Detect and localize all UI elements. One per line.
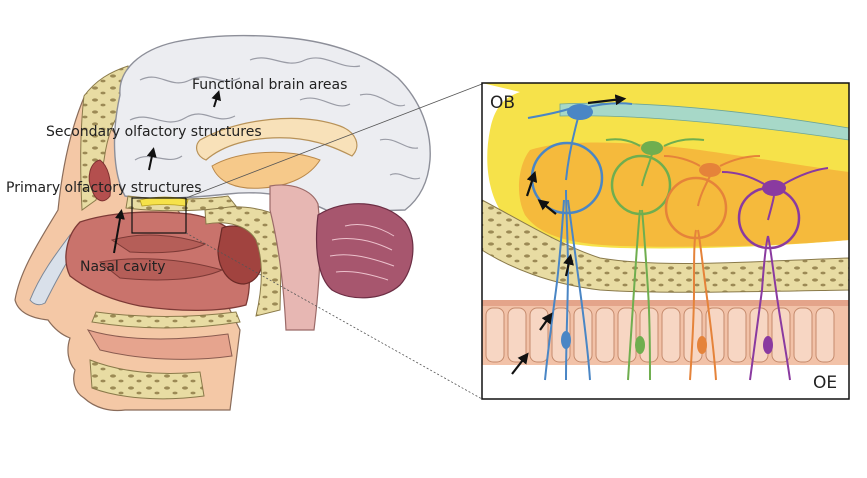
label-oe: OE <box>813 373 837 393</box>
neuron-orange <box>663 155 761 381</box>
arrow-primary <box>113 209 125 254</box>
connector-line-top <box>185 83 483 199</box>
brainstem <box>269 184 321 331</box>
connector-line-bottom <box>185 232 483 400</box>
inset-frame <box>481 82 850 400</box>
cerebellum <box>315 203 414 299</box>
mitral-cell-purple <box>762 180 786 196</box>
region-highlight-box <box>131 197 187 234</box>
receptor-cell-purple <box>763 336 773 354</box>
neuron-green <box>605 138 705 381</box>
mandible <box>89 359 205 400</box>
mitral-cell-orange <box>699 163 721 177</box>
sphenoid-bone <box>204 206 283 317</box>
olfactory-tract <box>559 102 849 141</box>
receptor-cell-blue <box>561 331 571 349</box>
label-secondary-olfactory: Secondary olfactory structures <box>46 124 262 140</box>
gyri <box>129 57 421 180</box>
head-section <box>14 34 431 412</box>
signal-arrows <box>511 94 627 375</box>
mitral-cell-blue <box>567 104 593 120</box>
label-functional-brain-areas: Functional brain areas <box>192 77 347 93</box>
label-ob: OB <box>490 93 515 113</box>
hard-palate <box>91 311 241 329</box>
receptor-cell-orange <box>697 336 707 354</box>
cerebellum-folia <box>329 223 395 281</box>
cribriform-bone <box>482 199 849 293</box>
mouth <box>86 329 233 360</box>
neuron-purple <box>721 167 829 381</box>
label-primary-olfactory: Primary olfactory structures <box>6 180 202 196</box>
label-nasal-cavity: Nasal cavity <box>80 259 166 275</box>
limbic-region <box>211 151 321 189</box>
arrow-secondary <box>146 147 157 171</box>
inset-panel: OB OE <box>481 82 850 400</box>
corpus-callosum <box>196 117 358 161</box>
frontal-sinus <box>88 159 111 202</box>
head-labels: Functional brain areas Secondary olfacto… <box>6 77 347 275</box>
mitral-cell-green <box>641 141 663 155</box>
basal-layer <box>482 300 849 306</box>
receptor-cell-green <box>635 336 645 354</box>
arrow-functional <box>211 90 222 108</box>
